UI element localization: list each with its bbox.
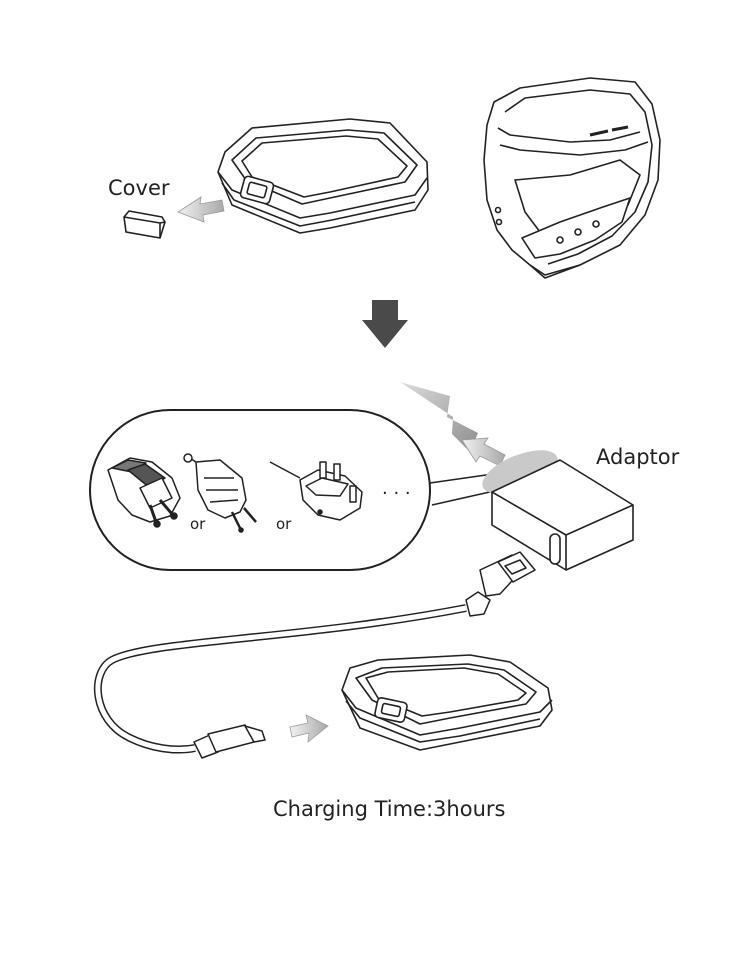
charging-time-caption: Charging Time:3hours (273, 797, 505, 821)
or-label-2: or (276, 515, 292, 533)
more-options-ellipsis: · · · (382, 483, 411, 504)
cover-piece (124, 211, 165, 238)
cover-label: Cover (108, 176, 170, 200)
adaptor-label: Adaptor (596, 445, 680, 469)
tracker-module-bottom (342, 655, 552, 750)
wrist-band (484, 78, 660, 278)
or-label-1: or (190, 515, 206, 533)
tracker-module-top (218, 119, 428, 233)
remove-cover-arrow (178, 197, 224, 222)
connect-arrow (290, 715, 328, 742)
micro-usb-connector (194, 725, 265, 758)
down-arrow (362, 300, 408, 348)
plug-direction-arrow (462, 438, 505, 466)
